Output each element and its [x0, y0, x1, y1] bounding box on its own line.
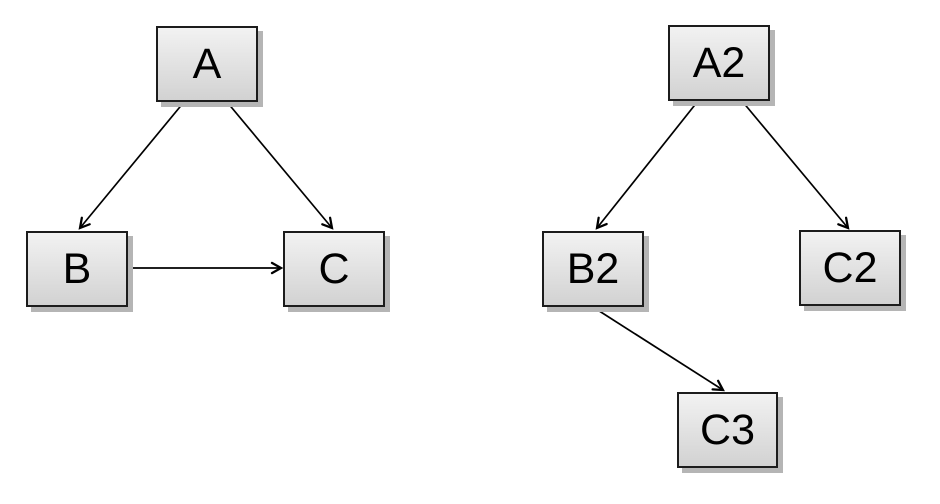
edge-A-C: [226, 101, 332, 228]
node-C: C: [283, 231, 385, 307]
node-label: A: [192, 39, 222, 88]
node-B2: B2: [542, 231, 644, 307]
edge-A2-B2: [597, 100, 699, 228]
node-label: B: [62, 244, 92, 293]
node-C2: C2: [799, 230, 901, 306]
edge-A-B: [80, 101, 185, 228]
node-C3: C3: [677, 392, 778, 468]
node-A2: A2: [668, 25, 770, 101]
edge-A2-C2: [741, 100, 848, 228]
edge-B2-C3: [592, 306, 723, 390]
node-B: B: [26, 231, 128, 307]
node-label: C3: [700, 405, 755, 454]
node-label: C2: [822, 243, 878, 292]
node-label: B2: [566, 244, 620, 293]
node-label: A2: [692, 38, 746, 87]
node-label: C: [318, 244, 350, 293]
node-A: A: [156, 26, 258, 102]
